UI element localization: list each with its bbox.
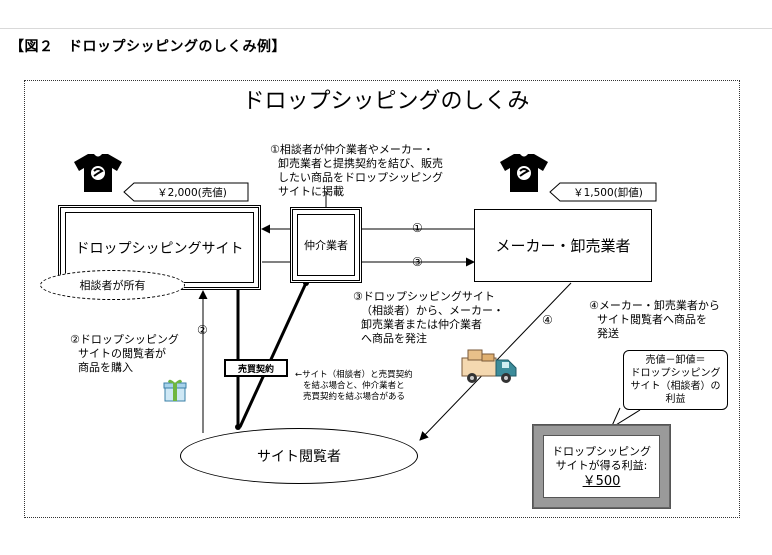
- arrow-label-step3: ③: [412, 255, 423, 269]
- contract-note: ←サイト（相談者）と売買契約 を結ぶ場合と、仲介業者と 売買契約を結ぶ場合がある: [295, 370, 413, 402]
- diagram-frame: [24, 80, 740, 518]
- broker-label: 仲介業者: [297, 214, 355, 276]
- profit-label-line2: サイトが得る利益:: [555, 458, 648, 472]
- arrow-label-step1: ①: [412, 221, 423, 235]
- step4-note: ④メーカー・卸売業者から サイト閲覧者へ商品を 発送: [589, 299, 720, 340]
- contract-line-broker: [238, 282, 308, 428]
- owner-ellipse: 相談者が所有: [40, 270, 185, 300]
- tshirt-icon: [500, 154, 548, 192]
- gift-box-icon: [163, 379, 187, 402]
- step3-note: ③ドロップシッピングサイト （相談者）から、メーカー・ 卸売業者または仲介業者 …: [353, 290, 504, 345]
- arrow-label-step2: ②: [197, 323, 208, 337]
- broker-box: 仲介業者: [290, 207, 362, 283]
- profit-label-line1: ドロップシッピング: [552, 444, 651, 458]
- profit-amount: ￥500: [582, 473, 621, 489]
- sale-price-label: ￥2,000(売値): [157, 186, 227, 199]
- sale-price-tag: [123, 182, 249, 202]
- step2-note: ②ドロップシッピング サイトの閲覧者が 商品を購入: [70, 333, 179, 374]
- profit-box: ドロップシッピング サイトが得る利益: ￥500: [532, 424, 671, 509]
- wholesale-price-label: ￥1,500(卸値): [573, 186, 643, 199]
- profit-box-content: ドロップシッピング サイトが得る利益: ￥500: [543, 435, 660, 498]
- site-viewer-ellipse: サイト閲覧者: [180, 428, 418, 484]
- maker-wholesaler-box: メーカー・卸売業者: [474, 209, 652, 282]
- delivery-truck-icon: [461, 349, 517, 383]
- sales-contract-label: 売買契約: [224, 359, 288, 377]
- arrow-label-step4: ④: [542, 313, 553, 327]
- margin-callout: 売値－卸値＝ ドロップシッピング サイト（相談者）の 利益: [623, 350, 728, 410]
- step1-note: ①相談者が仲介業者やメーカー・ 卸売業者と提携契約を結び、販売 したい商品をドロ…: [270, 143, 443, 198]
- header-divider: [0, 28, 772, 29]
- diagram-title: ドロップシッピングのしくみ: [242, 89, 530, 114]
- figure-heading: 【図２ ドロップシッピングのしくみ例】: [10, 39, 287, 55]
- tshirt-icon: [74, 154, 122, 192]
- wholesale-price-tag: [549, 182, 657, 202]
